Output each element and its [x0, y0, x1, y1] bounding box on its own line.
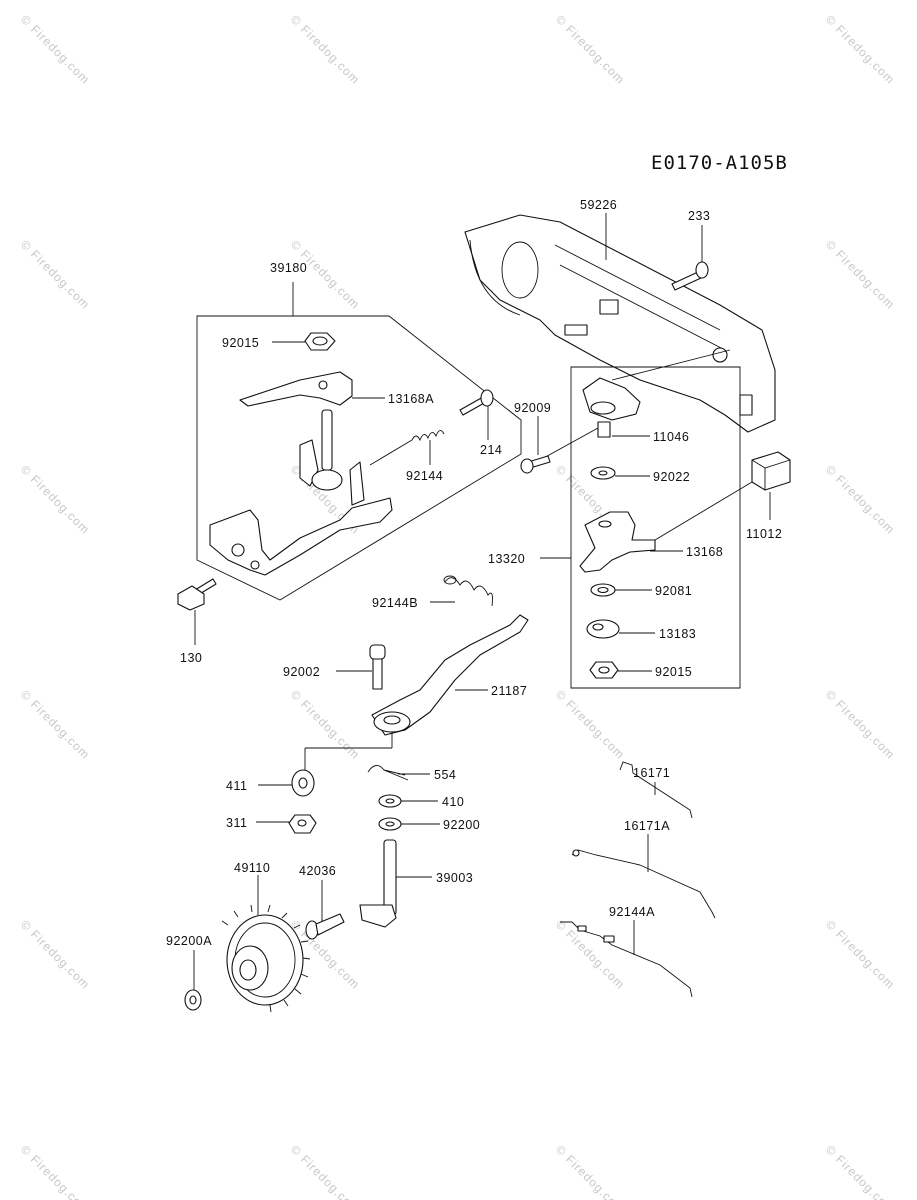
part-label-233: 233	[688, 209, 710, 223]
leader-line	[654, 481, 753, 541]
assembly-39180: 39180 92015 13168A 214	[177, 261, 522, 665]
part-label-13320: 13320	[488, 552, 525, 566]
watermark: © Firedog.com	[18, 237, 93, 312]
shaft-39003	[359, 839, 397, 928]
diagram-code: E0170-A105B	[651, 152, 788, 174]
pin-42036	[305, 913, 345, 940]
washer-92022	[590, 466, 616, 480]
watermark: © Firedog.com	[823, 1142, 898, 1200]
spring-92144	[411, 430, 445, 442]
washer-92200	[378, 817, 402, 831]
rod-16171	[619, 761, 693, 819]
watermark: © Firedog.com	[288, 12, 363, 87]
leader-line	[539, 427, 599, 461]
part-label-21187: 21187	[491, 684, 527, 698]
part-label-92081: 92081	[655, 584, 692, 598]
plate-11046	[582, 377, 641, 438]
washer-411	[291, 769, 315, 797]
watermark: © Firedog.com	[553, 12, 628, 87]
watermark: © Firedog.com	[823, 687, 898, 762]
washer-92200A	[184, 989, 202, 1011]
part-label-92015: 92015	[222, 336, 259, 350]
part-label-11012: 11012	[746, 527, 782, 541]
watermark: © Firedog.com	[18, 462, 93, 537]
screw-233	[671, 261, 709, 291]
watermark: © Firedog.com	[18, 917, 93, 992]
clip-554	[367, 765, 409, 781]
bolt-92002	[369, 644, 386, 690]
part-label-42036: 42036	[299, 864, 336, 878]
part-label-92002: 92002	[283, 665, 320, 679]
watermark: © Firedog.com	[823, 12, 898, 87]
rod-16171A	[571, 849, 716, 919]
part-label-92022: 92022	[653, 470, 690, 484]
leader-line	[611, 349, 731, 381]
part-label-92200: 92200	[443, 818, 480, 832]
assembly-outline	[196, 315, 522, 601]
part-label-16171A: 16171A	[624, 819, 670, 833]
part-label-92144: 92144	[406, 469, 443, 483]
part-label-39003: 39003	[436, 871, 473, 885]
watermark: © Firedog.com	[18, 1142, 93, 1200]
watermark: © Firedog.com	[823, 917, 898, 992]
housing-59226	[464, 214, 776, 433]
lever-13168A	[239, 371, 353, 407]
spring-92144B	[443, 575, 493, 607]
part-label-214: 214	[480, 443, 502, 457]
part-label-554: 554	[434, 768, 456, 782]
nut-92015-bottom	[589, 661, 619, 679]
part-label-13168: 13168	[686, 545, 723, 559]
watermark: © Firedog.com	[18, 12, 93, 87]
cable-92144A	[560, 921, 693, 998]
washer-410	[378, 794, 402, 808]
watermark: © Firedog.com	[288, 1142, 363, 1200]
cam-13183	[586, 619, 620, 639]
arm-21187	[371, 614, 529, 736]
watermark: © Firedog.com	[553, 687, 628, 762]
part-label-39180: 39180	[270, 261, 307, 275]
leader-line	[369, 439, 413, 466]
part-label-92009: 92009	[514, 401, 551, 415]
watermark: © Firedog.com	[823, 462, 898, 537]
watermark: © Firedog.com	[288, 687, 363, 762]
lever-13168	[579, 511, 656, 573]
bracket-body	[209, 409, 393, 576]
nut-92015-top	[304, 332, 336, 351]
assembly-outline	[570, 366, 741, 689]
watermark-layer: © Firedog.com © Firedog.com © Firedog.co…	[18, 12, 898, 1200]
block-11012	[751, 451, 791, 491]
screw-92009	[520, 455, 551, 474]
part-label-92200A: 92200A	[166, 934, 212, 948]
bolt-214	[459, 389, 494, 416]
part-label-311: 311	[226, 816, 247, 830]
part-label-13168A: 13168A	[388, 392, 434, 406]
part-label-411: 411	[226, 779, 247, 793]
part-label-16171: 16171	[633, 766, 670, 780]
bolt-130	[177, 578, 217, 611]
watermark: © Firedog.com	[553, 917, 628, 992]
assembly-13320: 13320 11046 92022 13168	[488, 366, 741, 689]
part-label-130: 130	[180, 651, 202, 665]
washer-92081	[590, 583, 616, 597]
watermark: © Firedog.com	[823, 237, 898, 312]
part-label-49110: 49110	[234, 861, 270, 875]
part-label-11046: 11046	[653, 430, 689, 444]
watermark: © Firedog.com	[553, 1142, 628, 1200]
part-label-92015-bottom: 92015	[655, 665, 692, 679]
part-label-92144A: 92144A	[609, 905, 655, 919]
watermark: © Firedog.com	[18, 687, 93, 762]
gear-49110	[221, 904, 311, 1013]
part-label-59226: 59226	[580, 198, 617, 212]
part-label-92144B: 92144B	[372, 596, 418, 610]
nut-311	[288, 814, 317, 834]
part-label-13183: 13183	[659, 627, 696, 641]
part-label-410: 410	[442, 795, 464, 809]
